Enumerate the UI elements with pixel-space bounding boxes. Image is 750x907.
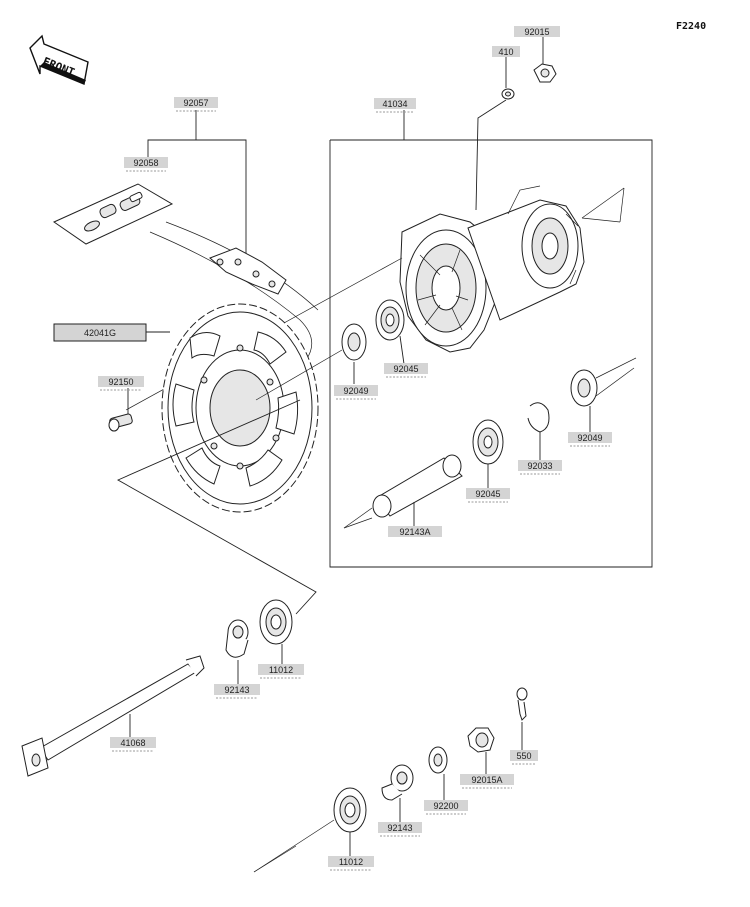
cotter-pin-550 <box>516 687 528 721</box>
part-label-92058[interactable]: 92058 <box>124 157 168 172</box>
part-label-550[interactable]: 550 <box>510 750 538 765</box>
drive-chain <box>149 221 319 361</box>
figure-code: F2240 <box>676 21 706 32</box>
collar-92143-lower <box>381 764 414 801</box>
part-label-41034[interactable]: 41034 <box>374 98 416 113</box>
svg-text:92150: 92150 <box>108 377 133 387</box>
svg-text:11012: 11012 <box>269 665 293 675</box>
svg-text:92143: 92143 <box>224 685 249 695</box>
svg-text:92049: 92049 <box>577 433 602 443</box>
part-label-92150[interactable]: 92150 <box>98 376 144 391</box>
part-label-92143-lower[interactable]: 92143 <box>378 822 422 837</box>
bearing-92045-lower <box>472 419 504 465</box>
axle-41068 <box>21 655 205 777</box>
svg-text:92200: 92200 <box>433 801 458 811</box>
part-label-92045-lower[interactable]: 92045 <box>466 488 510 503</box>
svg-text:410: 410 <box>498 47 513 57</box>
chain-joint-kit <box>52 183 174 245</box>
rear-hub <box>399 185 585 353</box>
part-label-42041G[interactable]: 42041G <box>53 323 170 342</box>
sprocket-bolt-92150 <box>108 388 133 432</box>
svg-text:42041G: 42041G <box>84 328 116 338</box>
svg-text:92143: 92143 <box>387 823 412 833</box>
washer-410 <box>501 88 515 100</box>
part-label-92045-upper[interactable]: 92045 <box>384 363 428 378</box>
seal-92049-right <box>570 369 598 407</box>
svg-text:92045: 92045 <box>393 364 418 374</box>
svg-text:11012: 11012 <box>339 857 363 867</box>
castle-nut-92015A <box>467 727 495 753</box>
bearing-92045-upper <box>375 299 405 341</box>
svg-text:92057: 92057 <box>183 98 208 108</box>
hub-assembly-frame <box>329 110 653 568</box>
part-label-92143-upper[interactable]: 92143 <box>214 684 260 699</box>
front-arrow-icon: FRONT <box>29 34 89 85</box>
svg-text:92033: 92033 <box>527 461 552 471</box>
svg-text:92015A: 92015A <box>471 775 502 785</box>
spacer-92143A <box>372 454 463 518</box>
part-label-92057[interactable]: 92057 <box>174 97 218 112</box>
svg-text:92058: 92058 <box>133 158 158 168</box>
part-label-11012-lower[interactable]: 11012 <box>328 856 374 871</box>
part-label-11012-upper[interactable]: 11012 <box>258 664 304 679</box>
svg-text:550: 550 <box>516 751 531 761</box>
part-label-41068[interactable]: 41068 <box>110 737 156 752</box>
seal-92049-left <box>341 323 367 361</box>
part-label-92049-right[interactable]: 92049 <box>568 432 612 447</box>
rear-sprocket <box>161 303 319 513</box>
collar-11012-upper <box>259 599 293 645</box>
part-label-410[interactable]: 410 <box>492 46 520 57</box>
collar-11012-lower <box>333 787 367 833</box>
part-label-92033[interactable]: 92033 <box>518 460 562 475</box>
chain-bracket <box>147 110 247 260</box>
svg-text:92143A: 92143A <box>399 527 430 537</box>
svg-text:92015: 92015 <box>524 27 549 37</box>
washer-92200 <box>428 746 448 774</box>
svg-text:92049: 92049 <box>343 386 368 396</box>
circlip-92033 <box>527 402 550 433</box>
part-label-92200[interactable]: 92200 <box>424 800 468 815</box>
part-label-92015A[interactable]: 92015A <box>460 774 514 789</box>
nut-92015 <box>533 63 557 83</box>
part-label-92015[interactable]: 92015 <box>514 26 560 37</box>
part-label-92049-left[interactable]: 92049 <box>334 385 378 400</box>
svg-text:41034: 41034 <box>382 99 407 109</box>
svg-text:92045: 92045 <box>475 489 500 499</box>
svg-text:41068: 41068 <box>120 738 145 748</box>
part-label-92143A[interactable]: 92143A <box>388 526 442 537</box>
collar-92143-upper <box>225 619 249 658</box>
